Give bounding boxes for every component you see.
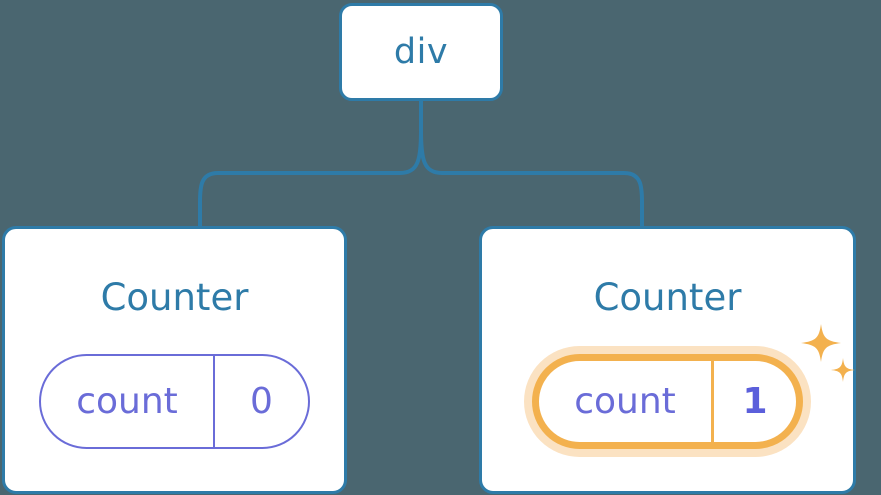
connector-branch-left: [198, 130, 423, 226]
node-counter-right-title: Counter: [593, 276, 742, 319]
node-counter-left[interactable]: Counter count 0: [2, 226, 347, 494]
state-pill-value-left: 0: [250, 380, 273, 422]
node-div[interactable]: div: [339, 3, 503, 101]
node-counter-right[interactable]: Counter count 1: [479, 226, 856, 494]
state-pill-key-cell-left: count: [41, 356, 213, 447]
state-pill-value-cell-left: 0: [215, 356, 308, 447]
node-counter-left-title: Counter: [100, 276, 249, 319]
node-div-label: div: [393, 31, 449, 72]
state-pill-key-left: count: [76, 380, 178, 422]
state-pill-key-right: count: [574, 380, 676, 422]
state-pill-count-1-highlighted[interactable]: count 1: [532, 354, 803, 449]
state-pill-value-cell-right: 1: [714, 361, 796, 442]
state-pill-count-0[interactable]: count 0: [39, 354, 310, 449]
connector-branch-right: [419, 130, 644, 226]
state-pill-divider-left: [213, 356, 215, 447]
state-pill-divider-right: [711, 361, 714, 442]
state-pill-key-cell-right: count: [539, 361, 711, 442]
state-pill-wrapper-left: count 0: [5, 354, 344, 449]
state-pill-wrapper-right: count 1: [482, 354, 853, 449]
state-pill-value-right: 1: [742, 380, 768, 422]
